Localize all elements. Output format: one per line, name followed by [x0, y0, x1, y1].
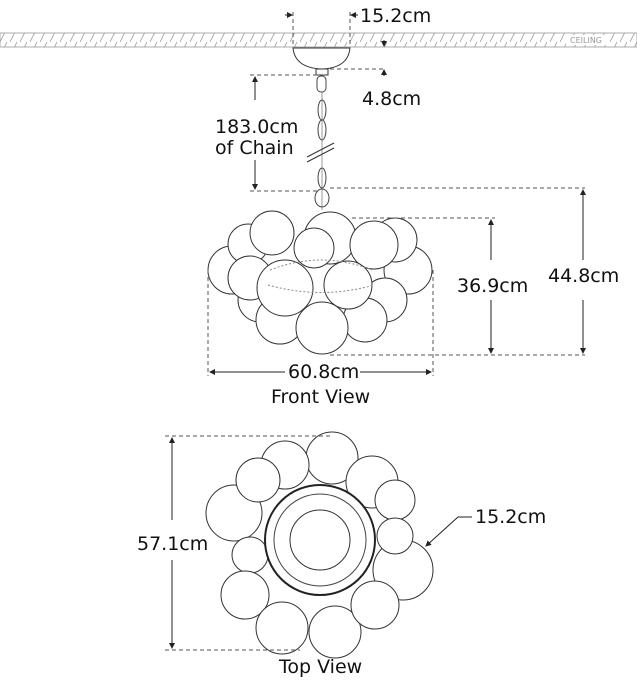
top-diameter-dimension: 57.1cm: [137, 435, 330, 651]
top-diameter-label: 57.1cm: [137, 533, 208, 555]
canopy-height-label: 4.8cm: [362, 88, 421, 110]
globe-diameter-callout: 15.2cm: [425, 506, 546, 547]
ceiling-label: CEILING: [570, 36, 602, 45]
canopy: [292, 47, 351, 76]
overall-height-label: 44.8cm: [548, 265, 619, 287]
front-width-label: 60.8cm: [288, 361, 359, 383]
globe-diameter-label: 15.2cm: [475, 506, 546, 528]
chain-length-dimension: 183.0cm of Chain: [215, 74, 318, 192]
front-view-fixture: [207, 210, 433, 355]
chain: [306, 75, 335, 210]
ceiling: CEILING: [0, 32, 637, 48]
canopy-width-dimension: 15.2cm: [285, 5, 431, 47]
top-view-title: Top View: [278, 656, 362, 678]
front-view-title: Front View: [271, 386, 370, 408]
front-height-dimensions: 44.8cm 36.9cm: [330, 187, 619, 356]
body-height-label: 36.9cm: [457, 275, 528, 297]
front-width-dimension: 60.8cm: [207, 270, 434, 383]
top-view-fixture: [205, 431, 434, 659]
chain-length-suffix: of Chain: [215, 137, 294, 159]
chain-length-label: 183.0cm: [215, 116, 298, 138]
canopy-height-dimension: 4.8cm: [330, 40, 421, 110]
canopy-width-label: 15.2cm: [360, 5, 431, 27]
